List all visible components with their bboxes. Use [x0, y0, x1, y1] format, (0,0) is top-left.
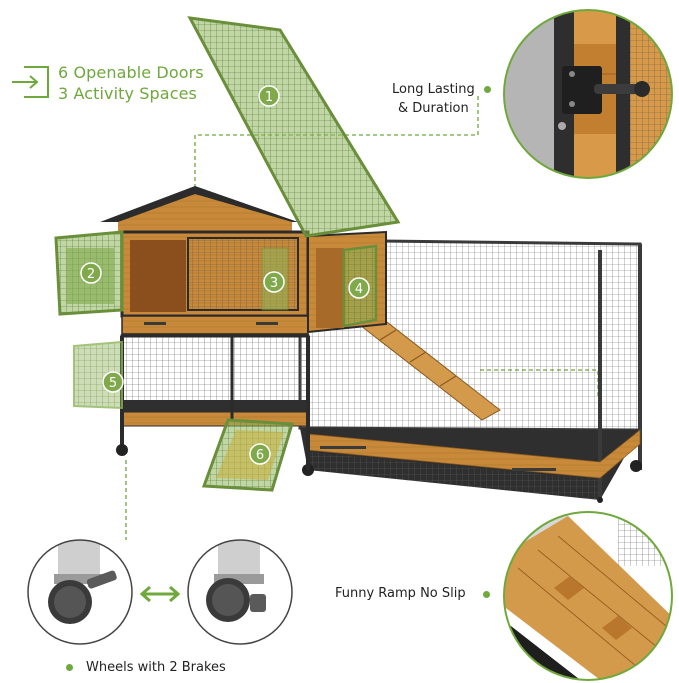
door-marker-5-label: 5: [109, 376, 117, 391]
enter-icon: [12, 66, 49, 98]
run-enclosure: [298, 238, 642, 503]
long-lasting-line2: & Duration: [398, 101, 469, 116]
wheel-unbraked: [187, 539, 293, 645]
long-lasting-line1: Long Lasting: [392, 82, 475, 97]
door-marker-1-label: 1: [265, 90, 273, 105]
door-marker-4-label: 4: [355, 282, 363, 297]
long-lasting-callout: Long Lasting & Duration: [392, 80, 475, 118]
ramp-callout: Funny Ramp No Slip: [335, 586, 466, 601]
door-marker-6-label: 6: [256, 448, 264, 463]
door-marker-6: [249, 443, 271, 465]
wheels-dot: [66, 664, 73, 671]
long-lasting-dot: [484, 86, 491, 93]
door-marker-2-label: 2: [87, 267, 95, 282]
door-marker-2: [80, 262, 102, 284]
headline-doors: 6 Openable Doors: [58, 63, 204, 82]
door-marker-3-label: 3: [270, 276, 278, 291]
double-arrow-icon: [140, 585, 180, 603]
wheel-braked: [27, 539, 133, 645]
wheels-callout: Wheels with 2 Brakes: [86, 660, 226, 675]
latch-detail: [503, 9, 673, 179]
door-markers: 1 2 3 4 5 6: [80, 85, 370, 465]
headline: 6 Openable Doors 3 Activity Spaces: [58, 62, 204, 104]
door-marker-1: [258, 85, 280, 107]
ramp-detail: [503, 511, 673, 681]
ramp-dot: [483, 591, 490, 598]
door-marker-3: [263, 271, 285, 293]
door-marker-5: [102, 371, 124, 393]
door-marker-4: [348, 277, 370, 299]
headline-spaces: 3 Activity Spaces: [58, 84, 197, 103]
